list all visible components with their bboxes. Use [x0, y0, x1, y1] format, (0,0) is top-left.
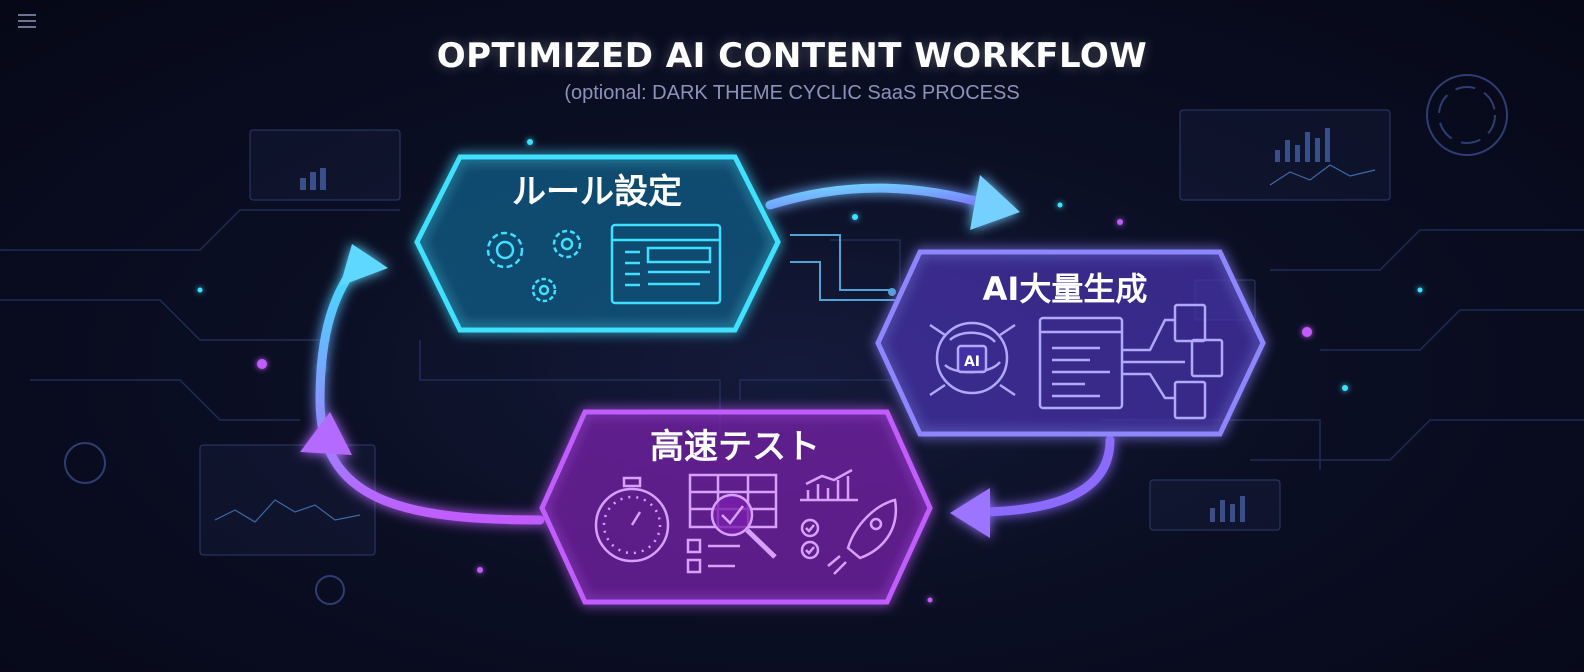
cycle-arrow-top	[765, 175, 1020, 230]
node-generate[interactable]: AI大量生成 AI	[875, 249, 1266, 437]
background-rings	[64, 74, 1508, 605]
gear-icon	[486, 229, 582, 303]
cycle-arrow-left	[300, 244, 545, 525]
node-test[interactable]: 高速テスト	[539, 409, 933, 605]
hamburger-icon[interactable]	[18, 14, 36, 28]
page-subtitle: (optional: DARK THEME CYCLIC SaaS PROCES…	[564, 82, 1020, 104]
page-title: OPTIMIZED AI CONTENT WORKFLOW	[436, 36, 1148, 76]
node-rules[interactable]: ルール設定	[414, 154, 781, 333]
circuit-background	[0, 209, 1584, 470]
document-icon	[1122, 303, 1224, 420]
connector-lines	[790, 234, 896, 301]
node-rules-shape	[414, 154, 781, 333]
cycle-arrow-bottom-right	[950, 435, 1115, 538]
magnifier-table-icon	[688, 473, 778, 559]
node-generate-label: AI大量生成	[983, 270, 1148, 308]
window-icon	[610, 223, 722, 305]
checklist-icon	[686, 518, 820, 574]
node-rules-label: ルール設定	[512, 172, 682, 212]
ai-brain-icon	[929, 321, 1016, 397]
background-chart-bars	[300, 128, 1330, 522]
background-line-chart	[214, 164, 1376, 523]
node-generate-shape	[875, 249, 1266, 437]
node-test-label: 高速テスト	[650, 427, 820, 467]
ai-chip-label: AI	[964, 354, 980, 370]
stopwatch-icon	[594, 476, 670, 563]
rocket-icon	[827, 498, 898, 575]
bar-chart-icon	[800, 468, 858, 502]
